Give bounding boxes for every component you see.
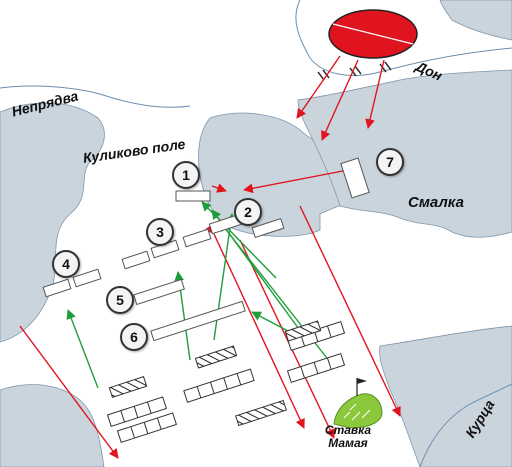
troop-block-segmented: [183, 368, 255, 403]
troop-block: [340, 157, 370, 199]
unit-number-2: 2: [234, 198, 262, 226]
unit-number-1: 1: [172, 161, 200, 189]
troop-block: [251, 217, 285, 239]
land-nepryadva-west: [0, 102, 105, 343]
unit-number-4: 4: [52, 250, 80, 278]
troop-block-hatched: [235, 399, 287, 427]
troop-block: [133, 278, 185, 306]
unit-number-6: 6: [120, 323, 148, 351]
troop-block-hatched: [108, 376, 148, 398]
unit-number-3: 3: [146, 218, 174, 246]
horde-ellipse-icon: [328, 9, 418, 59]
troop-blocks-plain: [42, 157, 370, 342]
horde-advance-arrows: [19, 55, 401, 459]
label-smalka: Смалка: [408, 194, 464, 211]
troop-block-hatched: [284, 320, 322, 342]
stavka-hill-icon: [333, 378, 383, 429]
stavka-line-2: Мамая: [328, 436, 368, 450]
troop-block: [175, 190, 211, 202]
troop-block: [150, 300, 246, 342]
land-top-right: [439, 0, 512, 41]
troop-block: [182, 228, 212, 248]
troop-blocks-hatched: [108, 320, 322, 427]
unit-number-5: 5: [106, 286, 134, 314]
river-nepryadva-line: [0, 85, 191, 108]
troop-block: [72, 268, 102, 288]
label-stavka-mamaya: Ставка Мамая: [308, 424, 388, 450]
unit-number-7: 7: [376, 148, 404, 176]
troop-block: [42, 278, 72, 298]
troop-block: [121, 250, 151, 270]
land-southeast: [379, 325, 512, 467]
troop-block-hatched: [194, 345, 238, 369]
troop-block-segmented: [106, 396, 168, 427]
troop-blocks-segmented: [106, 321, 346, 443]
river-kurtsa-line: [419, 383, 512, 467]
troop-block-segmented: [116, 412, 178, 443]
stavka-line-1: Ставка: [324, 423, 372, 437]
